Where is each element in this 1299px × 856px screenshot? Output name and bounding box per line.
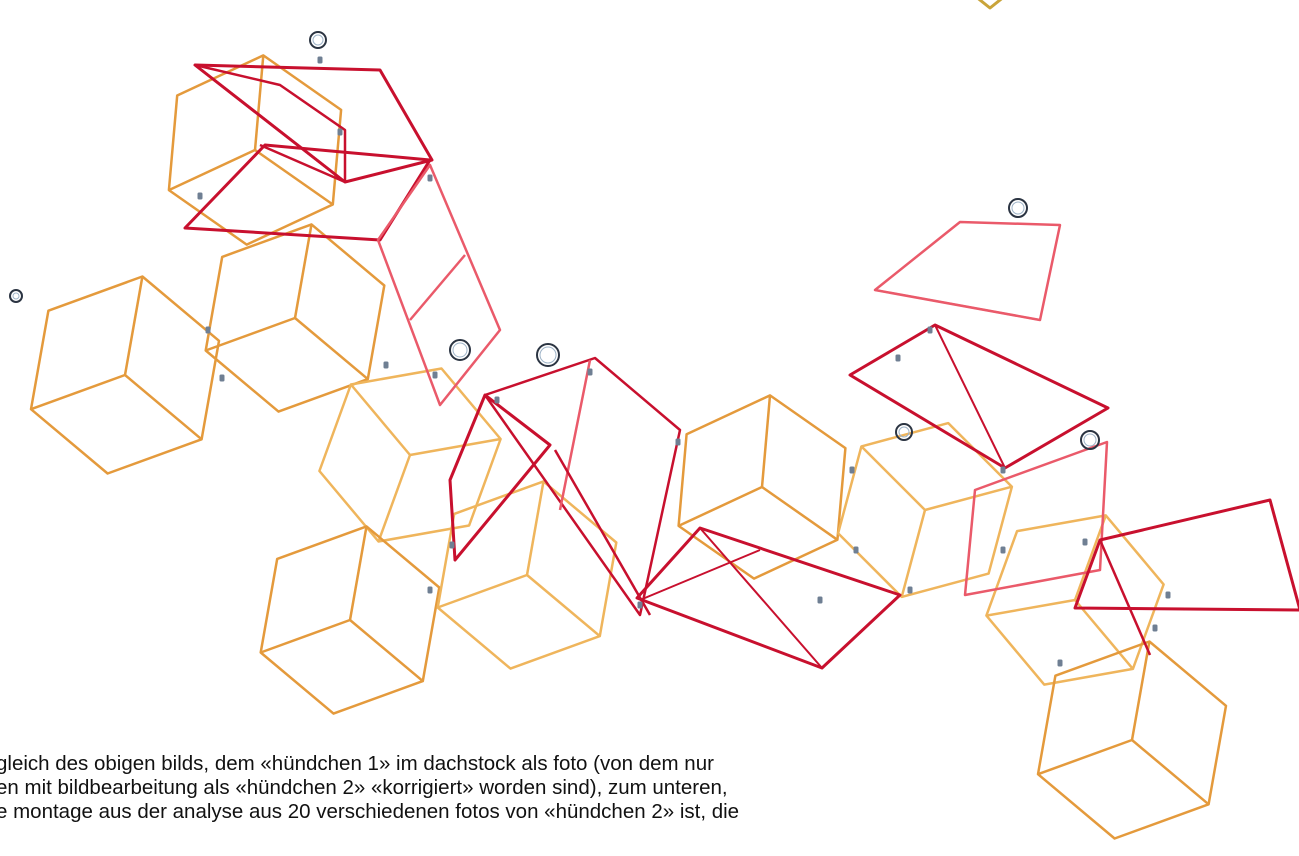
- connector-joint: [1001, 467, 1006, 474]
- ring-icon: [896, 424, 912, 440]
- rod-frame: [637, 528, 900, 668]
- rod-frame-spoke: [410, 439, 501, 455]
- connector-joint: [198, 193, 203, 200]
- rod-frame-spoke: [255, 150, 333, 205]
- rod-frame-spoke: [350, 526, 367, 620]
- rod-frame-spoke: [1038, 740, 1132, 774]
- connector-joint: [1058, 660, 1063, 667]
- rod-frame-spoke: [679, 487, 762, 526]
- rod-frame-spoke: [351, 385, 410, 456]
- rod-frame: [1075, 500, 1299, 610]
- rod-frame-spoke: [1132, 642, 1149, 741]
- connector-joint: [850, 467, 855, 474]
- rod-frame-spoke: [986, 600, 1075, 616]
- rod-frame: [195, 65, 345, 182]
- ring-inner: [13, 293, 19, 299]
- connector-joint: [428, 175, 433, 182]
- caption-line-3: e montage aus der analyse aus 20 verschi…: [0, 800, 896, 824]
- rod-frame-spoke: [925, 487, 1012, 510]
- rod-frame-spoke: [762, 487, 837, 540]
- connector-joint: [433, 372, 438, 379]
- connector-joint: [908, 587, 913, 594]
- connector-joint: [896, 355, 901, 362]
- connector-joint: [338, 129, 343, 136]
- ring-inner: [313, 35, 323, 45]
- rod-frame-spoke: [438, 575, 527, 608]
- rod-frame: [850, 325, 1108, 468]
- rod-frame-spoke: [762, 395, 770, 487]
- connector-joint: [318, 57, 323, 64]
- caption-line-2: en mit bildbearbeitung als «hündchen 2» …: [0, 776, 896, 800]
- connector-joint: [854, 547, 859, 554]
- rod-frame-spoke: [206, 318, 295, 351]
- rod-frame-spoke: [255, 55, 263, 150]
- rod: [410, 255, 465, 320]
- rod: [555, 450, 650, 615]
- rod-frame-spoke: [295, 224, 312, 318]
- connector-joint: [428, 587, 433, 594]
- connector-joint: [638, 602, 643, 609]
- rod: [875, 290, 1040, 320]
- caption-line-1: gleich des obigen bilds, dem «hündchen 1…: [0, 752, 896, 776]
- connector-joint: [676, 439, 681, 446]
- connector-joint: [588, 369, 593, 376]
- rod-frame: [875, 222, 1060, 320]
- connector-joint: [495, 397, 500, 404]
- connector-joint: [206, 327, 211, 334]
- rod-frame-spoke: [861, 446, 925, 510]
- ring-inner: [1084, 434, 1096, 446]
- rod-frame-spoke: [295, 318, 368, 379]
- rod-frame-spoke: [1132, 740, 1209, 804]
- rod: [560, 360, 590, 510]
- connectors: [10, 0, 1171, 667]
- connector-joint: [220, 375, 225, 382]
- rod-frame-spoke: [125, 277, 142, 376]
- rod-frame-spoke: [261, 620, 350, 653]
- rod-frame-spoke: [379, 455, 411, 542]
- rod-frame-spoke: [527, 481, 544, 575]
- connector-joint: [1153, 625, 1158, 632]
- rod-frame-spoke: [902, 510, 925, 597]
- connector-joint: [1001, 547, 1006, 554]
- caption-text-block: gleich des obigen bilds, dem «hündchen 1…: [0, 752, 900, 856]
- connector-joint: [1166, 592, 1171, 599]
- connector-joint: [1083, 539, 1088, 546]
- connector-joint: [450, 542, 455, 549]
- ring-icon: [10, 290, 22, 302]
- connector-joint: [384, 362, 389, 369]
- rod-frame-spoke: [527, 575, 600, 636]
- orange-cubes: [31, 55, 1226, 838]
- rod-frame: [195, 65, 432, 182]
- connector-joint: [818, 597, 823, 604]
- rod-frame-spoke: [125, 375, 202, 439]
- gold-fragment: [975, 0, 1005, 8]
- ring-icon: [310, 32, 326, 48]
- ring-inner: [453, 343, 467, 357]
- rod-frame-spoke: [31, 375, 125, 409]
- rod-frame-spoke: [350, 620, 423, 681]
- connector-joint: [928, 327, 933, 334]
- ring-inner: [540, 347, 556, 363]
- ring-inner: [1012, 202, 1024, 214]
